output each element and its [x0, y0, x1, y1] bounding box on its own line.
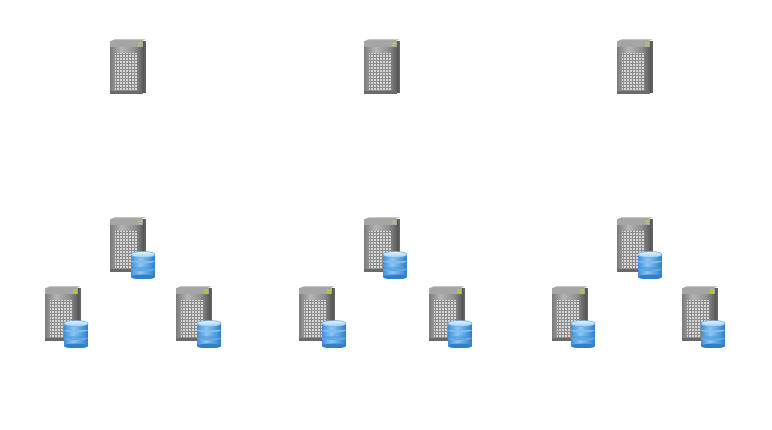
server-icon: [108, 36, 148, 96]
database-server-icon: [550, 284, 600, 348]
server-icon: [362, 36, 402, 96]
server-icon: [615, 36, 655, 96]
database-server-icon: [680, 284, 730, 348]
database-server-icon: [174, 284, 224, 348]
database-server-icon: [108, 215, 158, 279]
database-server-icon: [43, 284, 93, 348]
database-server-icon: [615, 215, 665, 279]
database-server-icon: [427, 284, 477, 348]
database-server-icon: [362, 215, 412, 279]
database-server-icon: [297, 284, 347, 348]
